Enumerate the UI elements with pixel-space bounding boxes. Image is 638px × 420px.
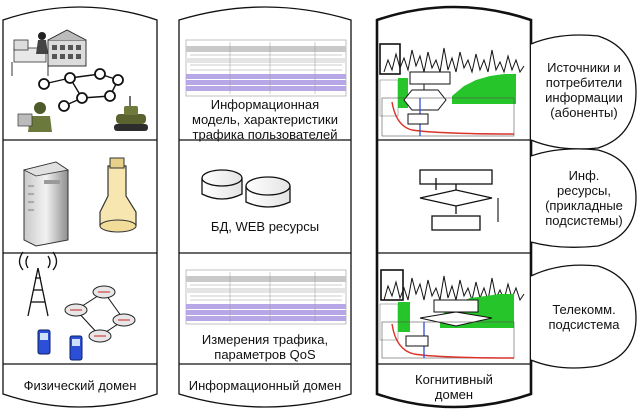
usb-drive-icon	[99, 157, 137, 233]
physical-domain-footer: Физический домен	[23, 378, 137, 393]
database-icon	[201, 169, 291, 208]
info-model-line1: Информационная	[210, 97, 320, 112]
traffic-table-bottom	[185, 269, 347, 325]
telecom-line1: Телекомм.	[552, 302, 616, 317]
side-label-telecom: Телекомм. подсистема	[534, 302, 634, 332]
info-model-line2: модель, характеристики	[192, 112, 338, 127]
operator-desk-icon	[11, 32, 49, 76]
telecom-line2: подсистема	[548, 317, 620, 332]
sources-line2: потребители	[545, 75, 623, 90]
row-dividers	[3, 139, 531, 365]
info-model-line3: трафика пользователей	[192, 127, 338, 142]
soldier-icon	[17, 102, 52, 132]
side-label-resources: Инф. ресурсы, (прикладные подсистемы)	[534, 168, 634, 228]
traffic-meas-label: Измерения трафика, параметров QoS	[180, 332, 350, 362]
sources-line3: информации	[545, 90, 623, 105]
side-ellipses	[530, 34, 637, 369]
cognitive-flowchart-middle	[419, 169, 499, 231]
network-nodes-icon	[38, 68, 124, 112]
sources-line1: Источники и	[547, 60, 621, 75]
informational-domain-footer: Информационный домен	[188, 378, 342, 393]
traffic-table-top	[185, 39, 347, 97]
resources-line4: подсистемы)	[545, 213, 623, 228]
ellipse-resources	[530, 148, 637, 248]
info-model-label: Информационная модель, характеристики тр…	[180, 97, 350, 142]
resources-line3: (прикладные	[545, 198, 623, 213]
db-web-label: БД, WEB ресурсы	[210, 219, 320, 234]
cognitive-chart-bottom	[379, 269, 525, 359]
building-icon	[47, 29, 87, 67]
cognitive-footer-line2: домен	[434, 387, 474, 402]
server-tower-icon	[22, 161, 70, 247]
cognitive-footer-line1: Когнитивный	[415, 372, 493, 387]
side-label-sources: Источники и потребители информации (абон…	[534, 60, 634, 120]
sources-line4: (абоненты)	[550, 105, 618, 120]
router-nodes-icon	[64, 285, 136, 343]
radio-tower-icon	[18, 251, 58, 317]
ellipse-telecom	[530, 264, 637, 369]
resources-line2: ресурсы,	[557, 183, 611, 198]
tank-icon	[114, 96, 148, 131]
traffic-meas-line2: параметров QoS	[214, 347, 316, 362]
resources-line1: Инф.	[568, 168, 600, 183]
traffic-meas-line1: Измерения трафика,	[201, 332, 329, 347]
mobile-phone-icons	[37, 329, 83, 361]
cognitive-domain-footer: Когнитивный домен	[378, 372, 530, 402]
cognitive-chart-top	[379, 43, 525, 137]
